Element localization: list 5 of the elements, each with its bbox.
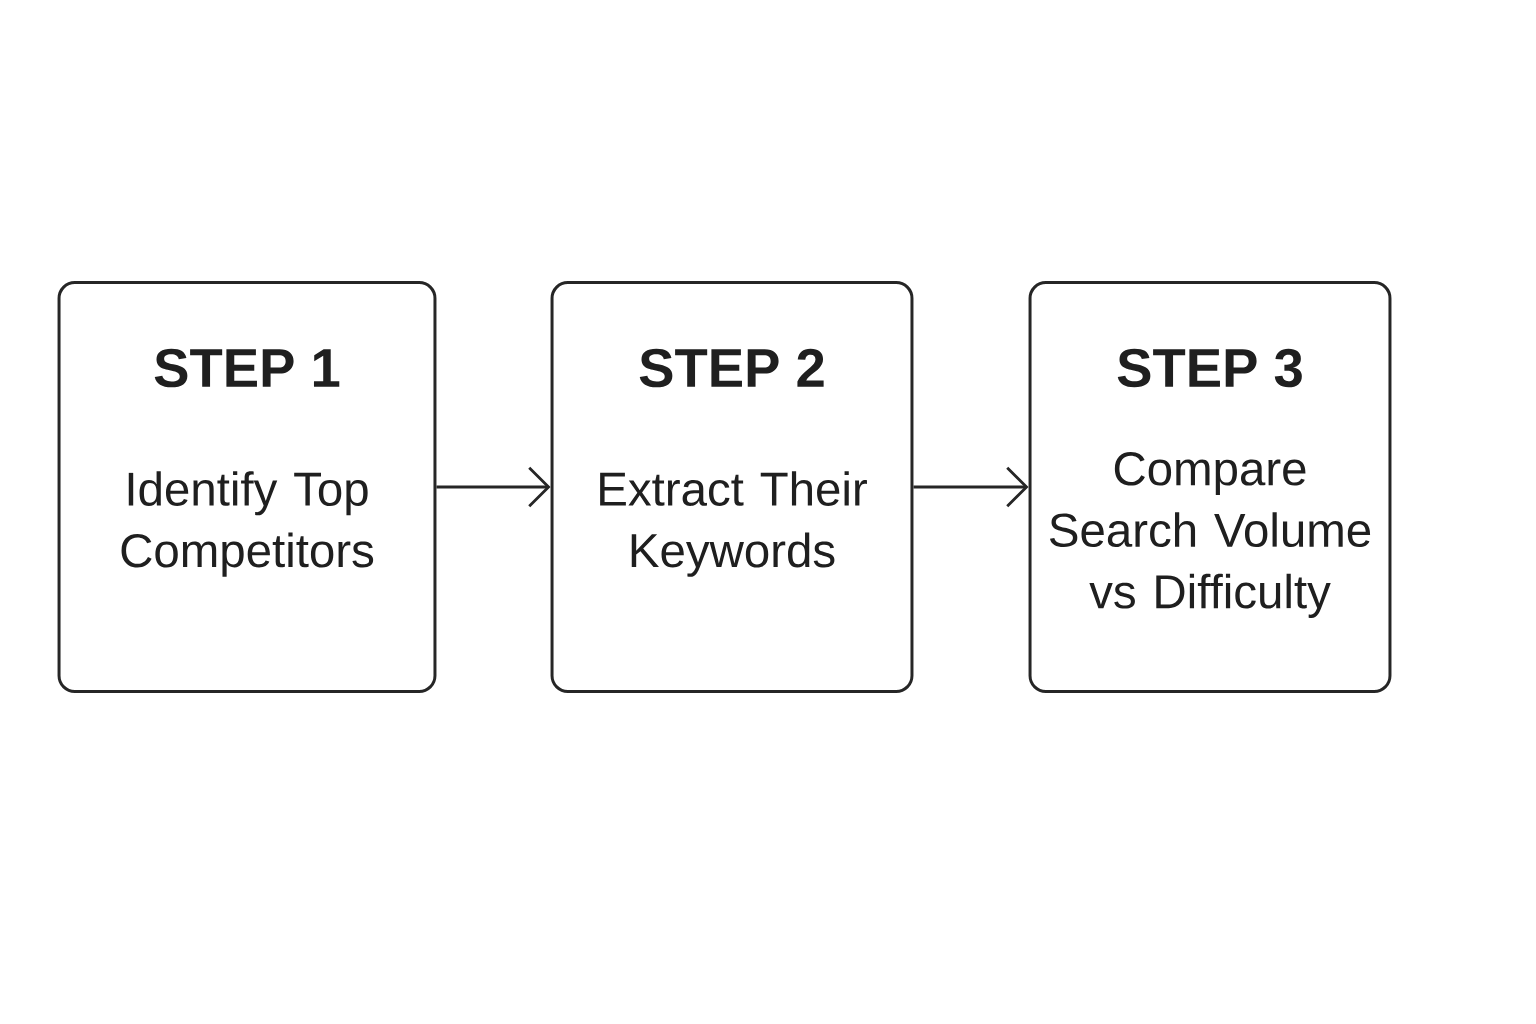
arrow <box>436 466 551 508</box>
step-box: STEP 2 Extract Their Keywords <box>550 281 914 693</box>
step-box: STEP 1 Identify Top Competitors <box>57 281 437 693</box>
step-box: STEP 3 Compare Search Volume vs Difficulty <box>1028 281 1392 693</box>
arrow <box>913 466 1029 508</box>
